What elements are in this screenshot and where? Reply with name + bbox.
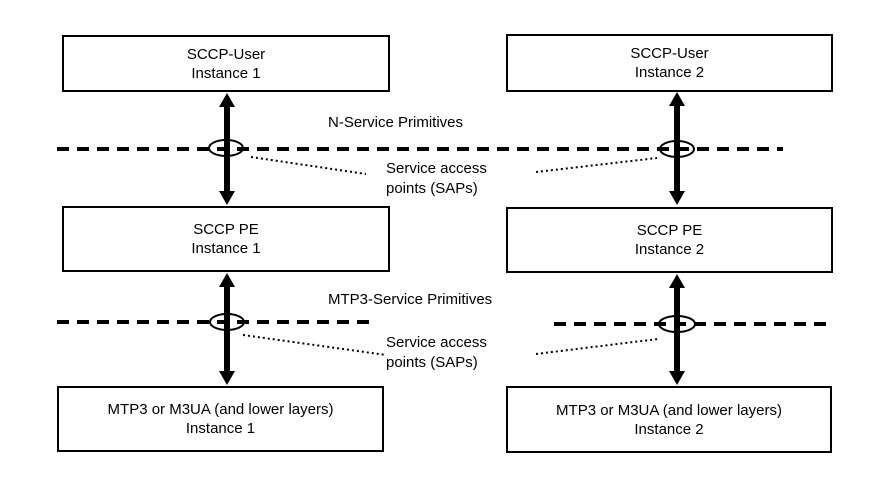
- box-instance: Instance 1: [191, 240, 261, 257]
- box-title: SCCP-User: [630, 45, 709, 62]
- box-instance: Instance 1: [185, 420, 256, 437]
- box-mtp3-m3ua-instance-1: MTP3 or M3UA (and lower layers) Instance…: [57, 386, 384, 452]
- label-n-service-primitives: N-Service Primitives: [328, 114, 464, 131]
- box-sccp-pe-instance-2: SCCP PE Instance 2: [506, 207, 833, 273]
- sap-ellipse-mtp3-instance2: [658, 315, 696, 333]
- box-instance: Instance 2: [634, 420, 704, 438]
- box-sccp-user-instance-2: SCCP-User Instance 2: [506, 34, 833, 92]
- box-sccp-pe-instance-1: SCCP PE Instance 1: [62, 206, 390, 272]
- box-title: MTP3 or M3UA (and lower layers): [556, 401, 782, 419]
- box-sccp-user-instance-1: SCCP-User Instance 1: [62, 35, 390, 92]
- sap-ellipse-n-instance1: [208, 139, 244, 157]
- leader-line-sap-bottom-right: [535, 338, 659, 355]
- arrow-sccppe-mtp3-instance2: [669, 274, 685, 385]
- arrow-sccpuser-sccppe-instance2: [669, 92, 685, 205]
- label-mtp3-service-primitives: MTP3-Service Primitives: [328, 291, 493, 308]
- leader-line-sap-top-left: [250, 156, 367, 175]
- box-title: SCCP-User: [186, 45, 266, 63]
- leader-line-sap-bottom-left: [242, 334, 387, 356]
- arrow-sccpuser-sccppe-instance1: [219, 93, 235, 205]
- sap-ellipse-n-instance2: [659, 140, 695, 158]
- box-instance: Instance 2: [634, 241, 705, 258]
- box-title: MTP3 or M3UA (and lower layers): [107, 401, 334, 418]
- box-instance: Instance 2: [634, 64, 705, 81]
- box-title: SCCP PE: [193, 221, 259, 238]
- label-service-access-points-top: Service access points (SAPs): [386, 160, 487, 197]
- box-title: SCCP PE: [636, 222, 703, 239]
- label-service-access-points-bottom: Service access points (SAPs): [386, 334, 487, 371]
- box-mtp3-m3ua-instance-2: MTP3 or M3UA (and lower layers) Instance…: [506, 386, 832, 453]
- sap-ellipse-mtp3-instance1: [209, 313, 245, 331]
- leader-line-sap-top-right: [535, 157, 658, 173]
- box-instance: Instance 1: [191, 64, 261, 82]
